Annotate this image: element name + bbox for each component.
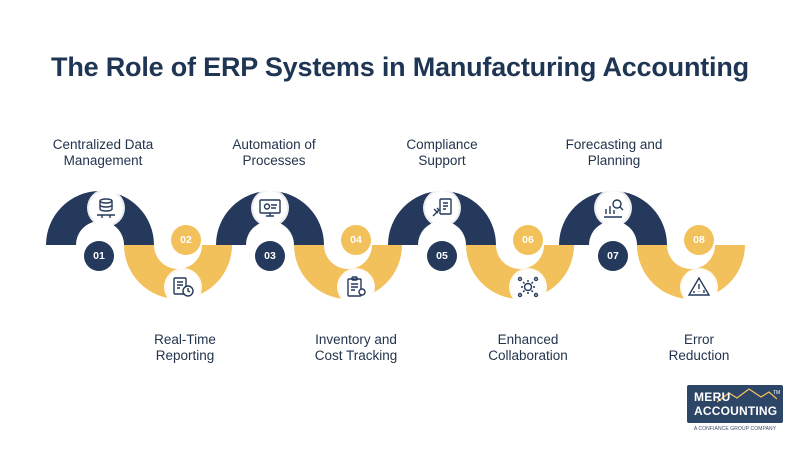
clipboard-gear-icon xyxy=(339,270,373,304)
step-02-number: 02 xyxy=(171,225,201,255)
logo-line1: MERU xyxy=(694,390,731,404)
step-04-number: 04 xyxy=(341,225,371,255)
step-01-number: 01 xyxy=(84,241,114,271)
step-08-number: 08 xyxy=(684,225,714,255)
mountain-logo-icon xyxy=(717,388,777,403)
chart-magnifier-icon xyxy=(596,191,630,225)
automation-screen-icon xyxy=(253,191,287,225)
logo-tagline: A CONFIANCE GROUP COMPANY xyxy=(693,426,777,432)
step-07-number: 07 xyxy=(598,241,628,271)
step-05-number: 05 xyxy=(427,241,457,271)
report-clock-icon xyxy=(166,270,200,304)
step-03-number: 03 xyxy=(255,241,285,271)
compliance-tools-icon xyxy=(425,191,459,225)
page-title: The Role of ERP Systems in Manufacturing… xyxy=(51,52,749,82)
collaboration-gear-icon xyxy=(511,270,545,304)
meru-accounting-logo: MERU ACCOUNTING TM xyxy=(687,385,783,423)
logo-line2: ACCOUNTING xyxy=(694,404,778,418)
logo-tm: TM xyxy=(773,390,781,396)
data-management-icon xyxy=(89,191,123,225)
step-06-number: 06 xyxy=(513,225,543,255)
warning-chart-icon xyxy=(682,270,716,304)
